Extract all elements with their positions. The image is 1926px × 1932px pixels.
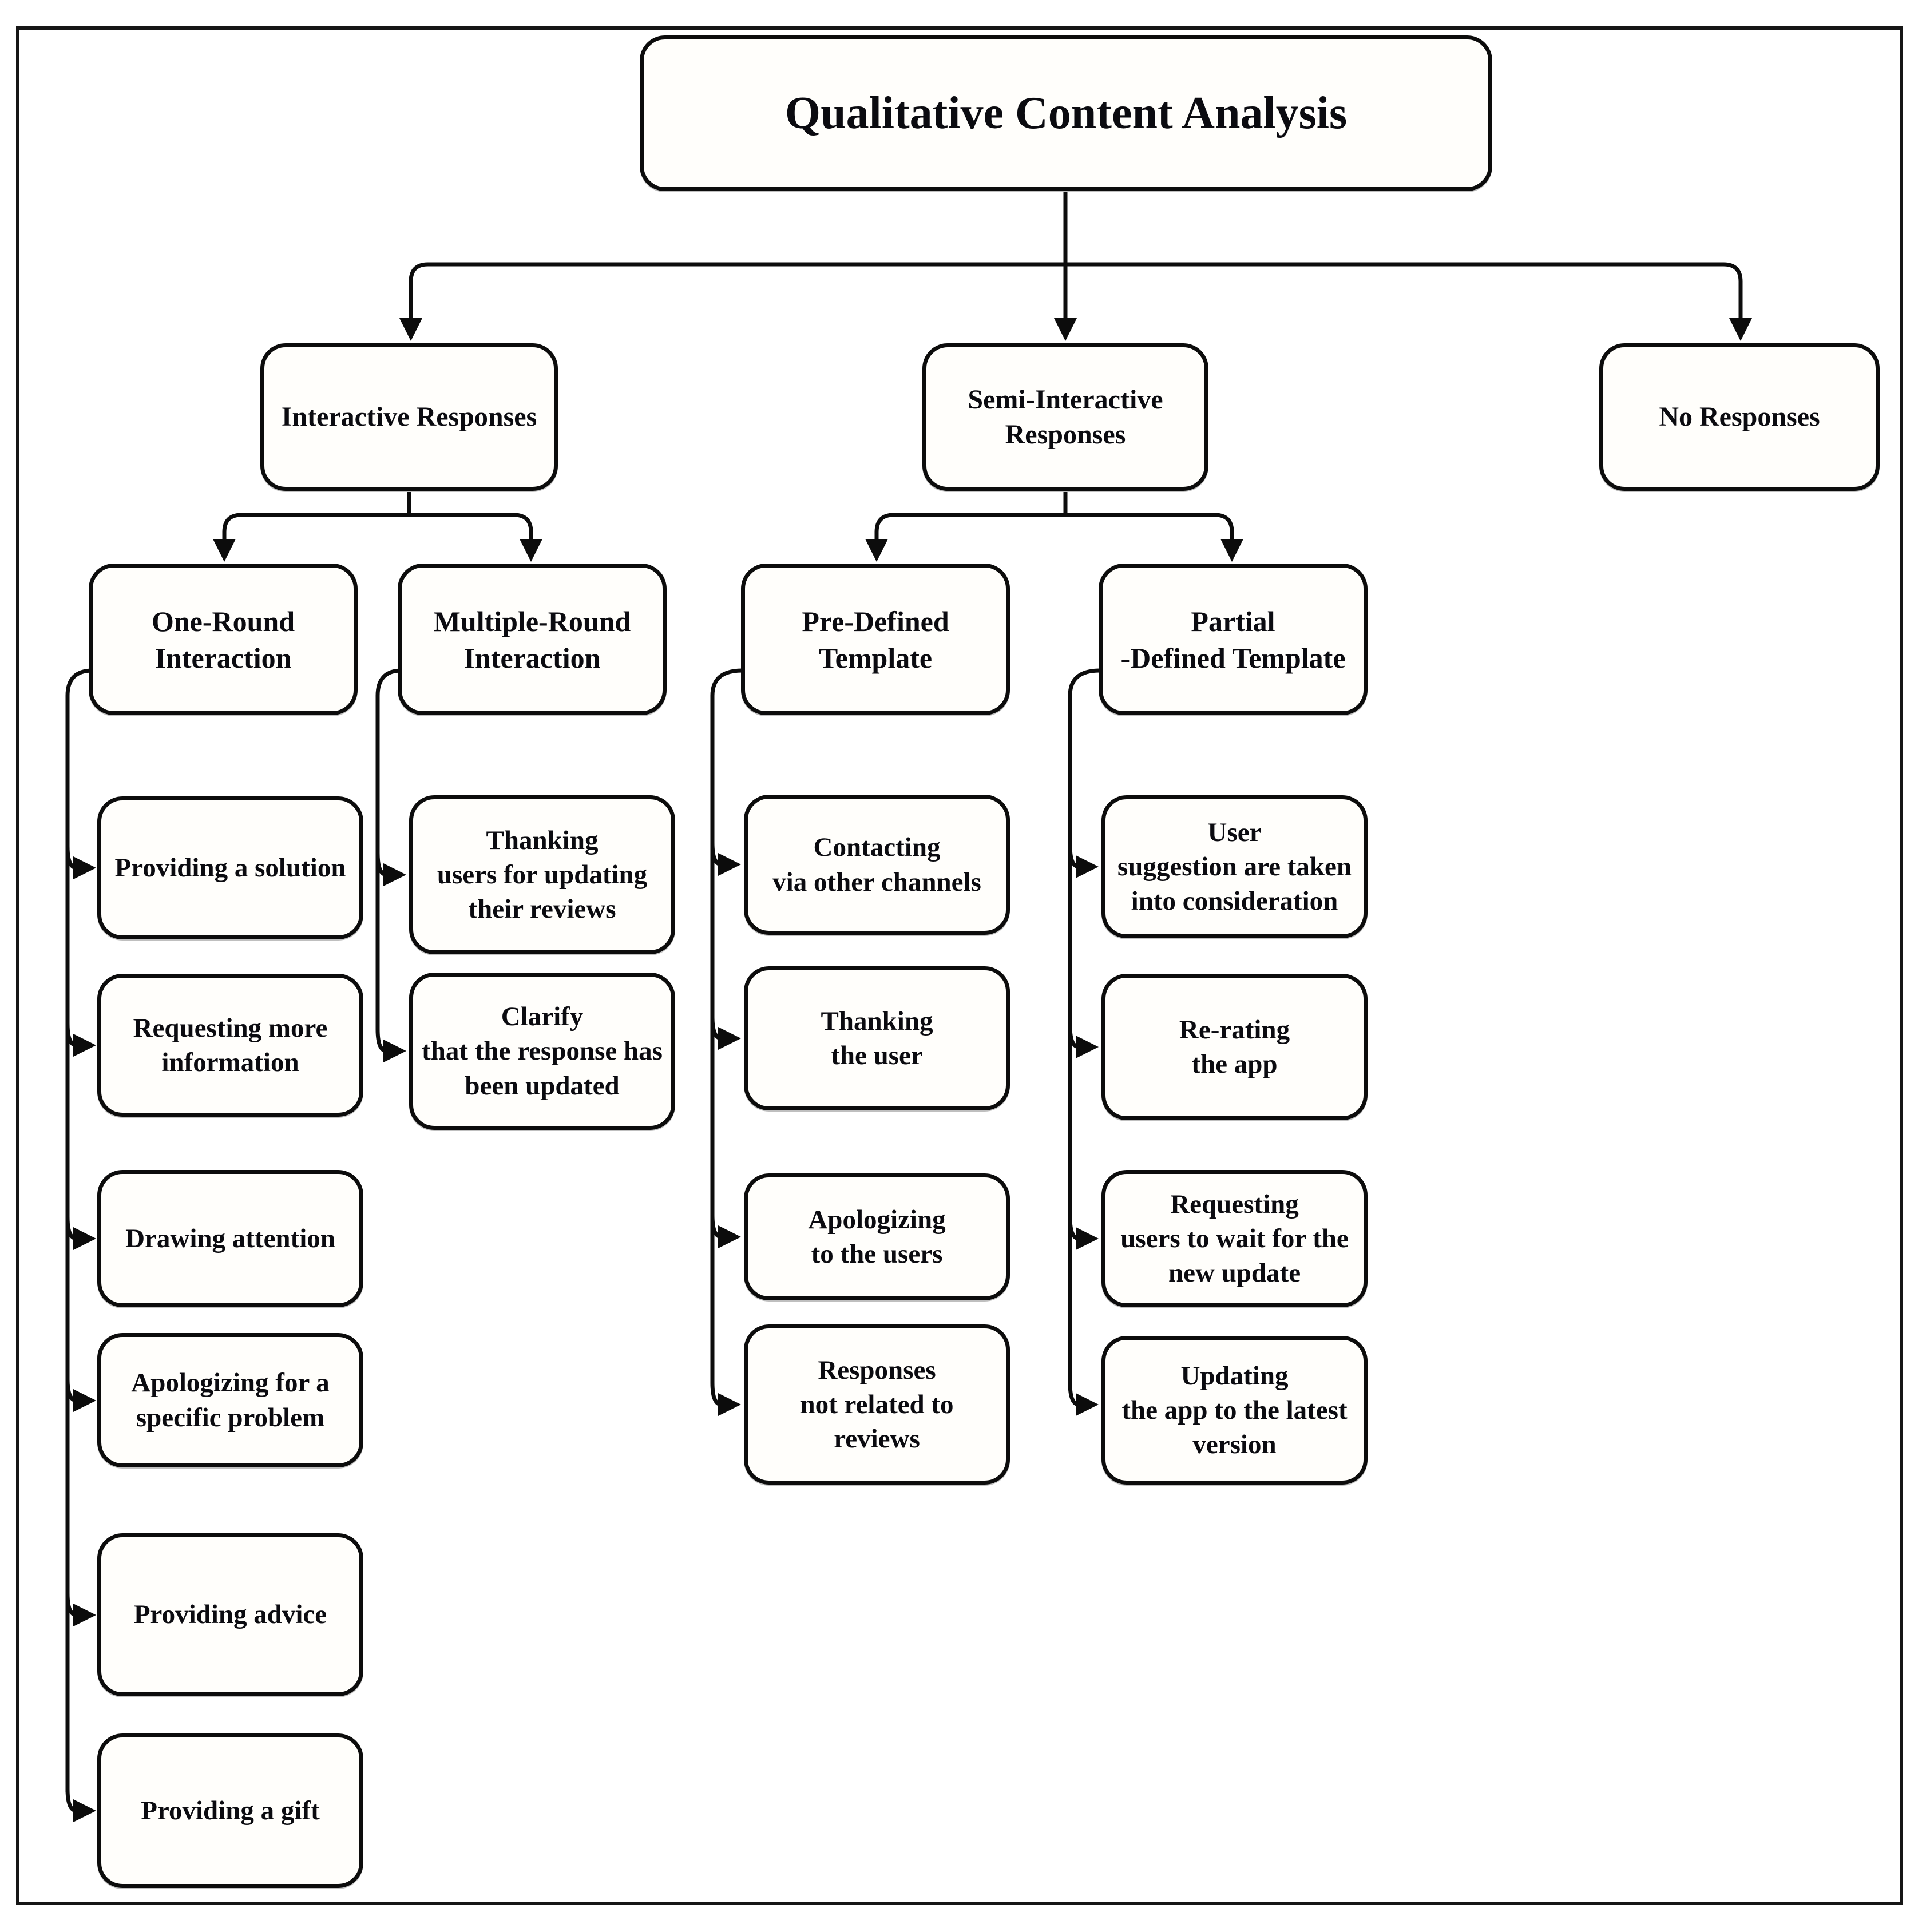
node-drawing-attention: Drawing attention xyxy=(97,1170,363,1307)
node-apologizing-for-a-specific-problem: Apologizing for a specific problem xyxy=(97,1333,363,1467)
rail-pre-defined xyxy=(710,668,743,1383)
node-interactive-responses: Interactive Responses xyxy=(260,343,558,491)
node-pre-defined-template: Pre-Defined Template xyxy=(741,564,1010,715)
outer-frame xyxy=(16,26,1903,1905)
node-re-rating-the-app: Re-rating the app xyxy=(1101,974,1368,1120)
rail-multiple-round xyxy=(375,668,402,1030)
rail-partial-defined xyxy=(1068,668,1100,1383)
edge-semi-to-partial-defined xyxy=(1065,513,1243,562)
node-one-round-interaction: One-Round Interaction xyxy=(89,564,358,715)
node-providing-a-gift: Providing a gift xyxy=(97,1733,363,1888)
node-requesting-more-information: Requesting more information xyxy=(97,974,363,1117)
node-user-suggestion-taken-into-consideration: User suggestion are taken into considera… xyxy=(1101,795,1368,938)
node-partial-defined-template: Partial -Defined Template xyxy=(1099,564,1368,715)
node-contacting-via-other-channels: Contacting via other channels xyxy=(744,795,1010,935)
edge-interactive-to-multiple-round xyxy=(409,513,542,562)
edge-interactive-to-one-round xyxy=(213,513,409,562)
node-no-responses: No Responses xyxy=(1599,343,1880,491)
edge-root-to-no-responses xyxy=(1065,262,1752,341)
rail-one-round xyxy=(65,668,93,1792)
node-providing-advice: Providing advice xyxy=(97,1533,363,1696)
node-semi-interactive-responses: Semi-Interactive Responses xyxy=(922,343,1208,491)
node-multiple-round-interaction: Multiple-Round Interaction xyxy=(398,564,667,715)
node-apologizing-to-the-users: Apologizing to the users xyxy=(744,1173,1010,1300)
node-providing-a-solution: Providing a solution xyxy=(97,796,363,939)
node-qualitative-content-analysis: Qualitative Content Analysis xyxy=(640,35,1492,191)
node-updating-app-to-latest-version: Updating the app to the latest version xyxy=(1101,1336,1368,1485)
edge-semi-to-pre-defined xyxy=(865,513,1065,562)
node-requesting-users-to-wait-for-new-update: Requesting users to wait for the new upd… xyxy=(1101,1170,1368,1307)
edge-root-to-interactive xyxy=(399,262,1065,341)
node-clarify-response-has-been-updated: Clarify that the response has been updat… xyxy=(409,973,675,1130)
node-thanking-the-user: Thanking the user xyxy=(744,966,1010,1110)
node-responses-not-related-to-reviews: Responses not related to reviews xyxy=(744,1324,1010,1485)
node-thanking-users-for-updating-their-reviews: Thanking users for updating their review… xyxy=(409,795,675,954)
